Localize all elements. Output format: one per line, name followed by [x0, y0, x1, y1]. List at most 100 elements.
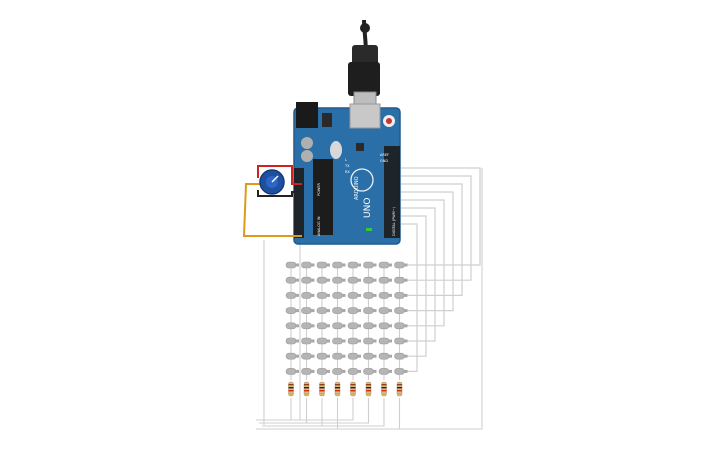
usb-cable[interactable]	[348, 19, 380, 111]
led[interactable]	[285, 352, 299, 360]
led[interactable]	[347, 307, 361, 314]
led[interactable]	[316, 292, 330, 299]
led[interactable]	[285, 322, 299, 330]
board-tx-label: TX	[344, 164, 350, 168]
led[interactable]	[363, 322, 377, 330]
resistor[interactable]	[350, 381, 356, 397]
led[interactable]	[394, 368, 408, 375]
led[interactable]	[316, 307, 330, 314]
led[interactable]	[394, 322, 408, 330]
bus-wire	[256, 168, 483, 430]
board-gnd-label: GND	[380, 159, 388, 163]
led[interactable]	[378, 261, 392, 269]
led[interactable]	[332, 352, 346, 360]
led[interactable]	[363, 337, 377, 345]
board-brand-label: ARDUINO	[354, 176, 360, 200]
column-wire	[265, 265, 339, 430]
led[interactable]	[316, 352, 330, 360]
led[interactable]	[378, 352, 392, 360]
column-wire	[259, 265, 308, 424]
led[interactable]	[394, 337, 408, 345]
led[interactable]	[378, 307, 392, 314]
resistor[interactable]	[319, 381, 325, 397]
led[interactable]	[394, 261, 408, 269]
led[interactable]	[301, 352, 315, 360]
board-power-label: POWER	[317, 182, 321, 196]
led[interactable]	[363, 261, 377, 269]
led[interactable]	[363, 352, 377, 360]
led[interactable]	[347, 292, 361, 299]
led[interactable]	[285, 307, 299, 314]
led[interactable]	[332, 322, 346, 330]
led[interactable]	[285, 292, 299, 299]
led[interactable]	[301, 322, 315, 330]
row-wire	[401, 191, 454, 312]
board-model-label: UNO	[363, 198, 373, 218]
led[interactable]	[347, 337, 361, 345]
led[interactable]	[378, 368, 392, 375]
board-l-label: L	[345, 158, 347, 162]
led[interactable]	[316, 337, 330, 345]
led[interactable]	[332, 261, 346, 269]
led[interactable]	[363, 292, 377, 299]
resistor[interactable]	[334, 381, 341, 397]
led[interactable]	[316, 261, 330, 269]
column-wire	[256, 265, 292, 421]
led[interactable]	[332, 368, 346, 375]
led[interactable]	[347, 261, 361, 269]
board-digital-label: DIGITAL (PWM~)	[392, 206, 396, 236]
led[interactable]	[347, 352, 361, 360]
led[interactable]	[347, 276, 361, 284]
led[interactable]	[301, 307, 315, 314]
led[interactable]	[347, 368, 361, 375]
row-wire	[401, 175, 472, 281]
led[interactable]	[301, 276, 315, 284]
led-matrix	[285, 261, 408, 375]
led[interactable]	[378, 322, 392, 330]
led[interactable]	[285, 261, 299, 269]
board-rx-label: RX	[345, 170, 350, 174]
led[interactable]	[378, 292, 392, 299]
board-analog-label: ANALOG IN	[317, 216, 321, 236]
led[interactable]	[301, 368, 315, 375]
led[interactable]	[394, 307, 408, 314]
resistor[interactable]	[381, 381, 387, 397]
led[interactable]	[301, 292, 315, 299]
led[interactable]	[285, 337, 299, 345]
led[interactable]	[316, 322, 330, 330]
row-wire	[401, 223, 418, 372]
led[interactable]	[347, 322, 361, 330]
led[interactable]	[301, 337, 315, 345]
resistor[interactable]	[303, 381, 310, 397]
led[interactable]	[285, 368, 299, 375]
column-wire	[262, 265, 323, 427]
potentiometer[interactable]	[242, 165, 302, 237]
led[interactable]	[378, 337, 392, 345]
led[interactable]	[394, 276, 408, 284]
led[interactable]	[363, 368, 377, 375]
led[interactable]	[332, 337, 346, 345]
resistor[interactable]	[288, 381, 294, 397]
arduino-uno-board[interactable]: ARDUINO UNO AREF GND DIGITAL (PWM~) POWE…	[293, 102, 401, 245]
row-wire	[401, 207, 436, 342]
led[interactable]	[378, 276, 392, 284]
row-wire	[401, 199, 445, 327]
led[interactable]	[363, 276, 377, 284]
led[interactable]	[285, 276, 299, 284]
resistor[interactable]	[396, 381, 403, 397]
led[interactable]	[394, 292, 408, 299]
led[interactable]	[332, 307, 346, 314]
row-wire	[401, 215, 427, 357]
led[interactable]	[363, 307, 377, 314]
led[interactable]	[332, 292, 346, 299]
led[interactable]	[394, 352, 408, 360]
led[interactable]	[301, 261, 315, 269]
resistor-row	[288, 381, 403, 397]
led[interactable]	[316, 276, 330, 284]
resistor[interactable]	[365, 381, 372, 397]
board-aref-label: AREF	[380, 153, 389, 157]
led[interactable]	[316, 368, 330, 375]
column-wire	[277, 265, 401, 430]
led[interactable]	[332, 276, 346, 284]
